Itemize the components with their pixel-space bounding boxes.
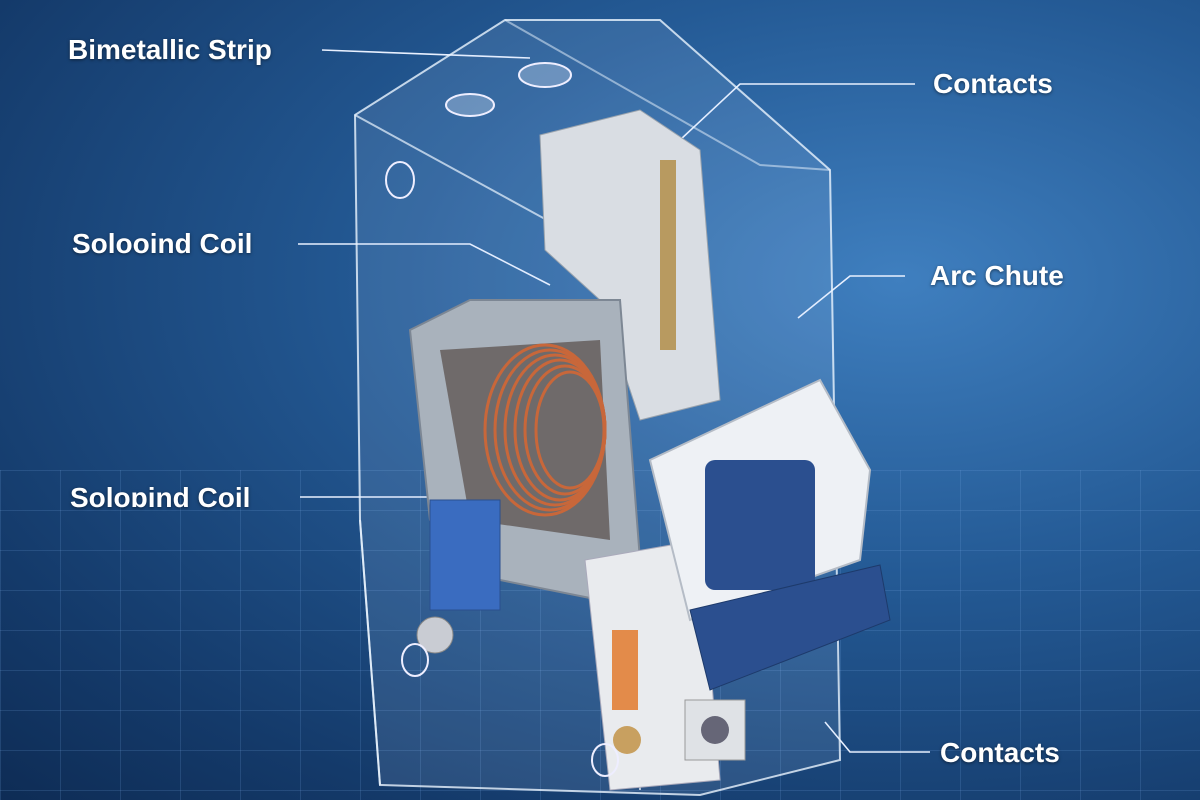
label-bimetallic-strip: Bimetallic Strip bbox=[68, 34, 272, 65]
leader-lines bbox=[298, 49, 930, 753]
label-solenoid-coil-lower: Soloɒind Coil bbox=[70, 482, 251, 513]
label-contacts-bottom: Contacts bbox=[940, 737, 1060, 768]
label-arc-chute: Arc Chute bbox=[930, 260, 1064, 291]
solenoid-coil bbox=[483, 343, 607, 517]
label-contacts-top: Contacts bbox=[933, 68, 1053, 99]
label-solenoid-coil-upper: Solooind Coil bbox=[72, 228, 253, 259]
